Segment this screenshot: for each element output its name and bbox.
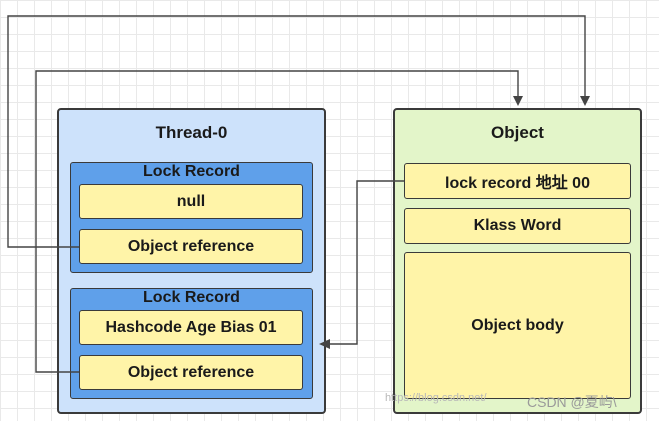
watermark-url: https://blog.csdn.net/ [385,392,487,404]
lock-record-1-object-reference-field: Object reference [79,229,303,264]
thread-title: Thread-0 [155,123,228,142]
lock-record-2-title: Lock Record [143,289,240,306]
lock-record-2-hashcode-field: Hashcode Age Bias 01 [79,310,303,345]
arrowhead-down-right [580,96,590,106]
arrowhead-down-left [513,96,523,106]
watermark-credit: CSDN @夏屿\ [527,394,617,410]
object-body-field: Object body [404,252,631,399]
object-title: Object [491,123,544,142]
lock-record-2-object-reference-field: Object reference [79,355,303,390]
lock-record-1-null-field: null [79,184,303,219]
lock-record-1-title: Lock Record [143,163,240,180]
object-lock-record-address-field: lock record 地址 00 [404,163,631,199]
object-klass-word-field: Klass Word [404,208,631,244]
